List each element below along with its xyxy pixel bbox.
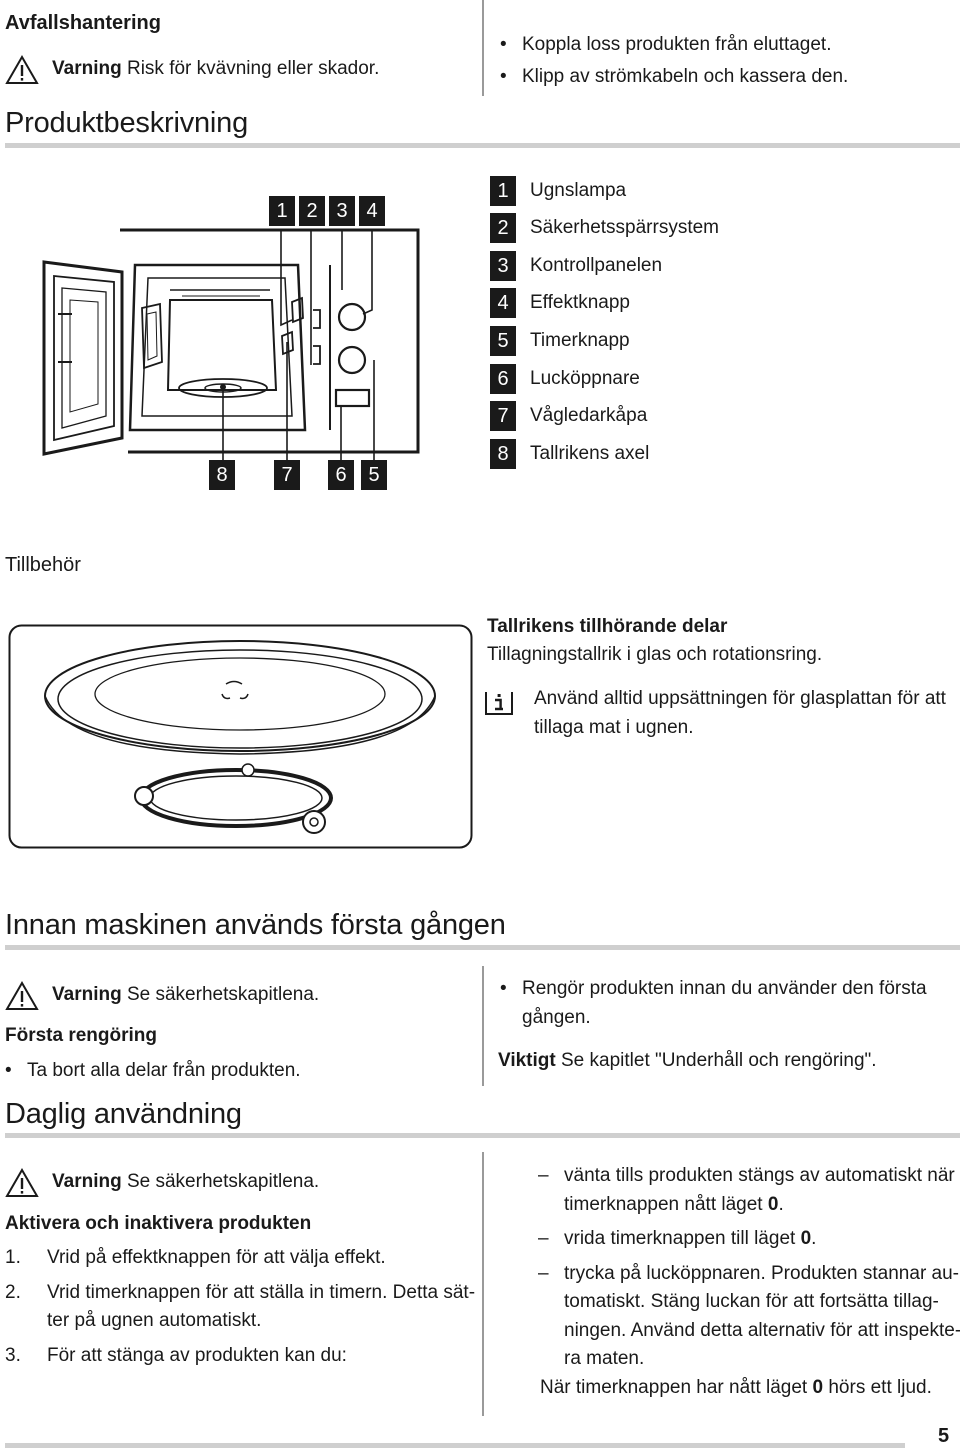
- step-text: Vrid på effektknappen för att välja effe…: [47, 1247, 386, 1268]
- warning-icon: [5, 1168, 39, 1197]
- section-rule: [5, 1133, 960, 1138]
- microwave-diagram: [42, 228, 420, 470]
- first-use-title: Innan maskinen används första gången: [5, 909, 506, 941]
- first-use-subtitle: Första rengöring: [5, 1025, 158, 1046]
- first-use-bullet: Ta bort alla delar från produkten.: [5, 1056, 301, 1085]
- accessories-item-title: Tallrikens tillhörande delar: [487, 616, 728, 637]
- first-use-warning: Varning Se säkerhetskapitlena.: [52, 984, 320, 1005]
- disposal-bullet: Klipp av strömkabeln och kassera den.: [500, 62, 848, 91]
- option-text: timerknappen nått läget 0.: [564, 1194, 784, 1215]
- info-icon: [485, 692, 513, 715]
- callout-badge: 1: [269, 196, 295, 226]
- daily-title: Daglig användning: [5, 1098, 242, 1130]
- step-number: 1.: [5, 1247, 21, 1268]
- first-use-bullet: Rengör produkten innan du använder den f…: [500, 974, 927, 1003]
- accessories-item-text: Tillagningstallrik i glas och rotationsr…: [487, 644, 823, 665]
- accessories-info-line: tillaga mat i ugnen.: [534, 717, 694, 738]
- disposal-bullet: Koppla loss produkten från eluttaget.: [500, 30, 832, 59]
- option-text: ra maten.: [564, 1348, 645, 1369]
- first-use-bullet-cont: gången.: [522, 1007, 591, 1028]
- warning-icon: [5, 981, 39, 1010]
- section-rule: [5, 945, 960, 950]
- column-divider: [482, 966, 484, 1086]
- column-divider: [482, 0, 484, 96]
- step-text: ter på ugnen automatiskt.: [47, 1310, 262, 1331]
- callout-badge: 6: [328, 460, 354, 490]
- step-text: För att stänga av produkten kan du:: [47, 1345, 347, 1366]
- callout-badge: 3: [329, 196, 355, 226]
- option-text: tomatiskt. Stäng luckan för att fortsätt…: [564, 1291, 939, 1312]
- option-text: vrida timerknappen till läget 0.: [538, 1224, 816, 1253]
- disposal-title: Avfallshantering: [5, 12, 161, 34]
- footer-rule: [5, 1443, 905, 1448]
- daily-subtitle: Aktivera och inaktivera produkten: [5, 1213, 312, 1234]
- step-number: 2.: [5, 1282, 21, 1303]
- option-text: ningen. Använd detta alternativ för att …: [564, 1320, 960, 1341]
- section-rule: [5, 143, 960, 148]
- column-divider: [482, 1152, 484, 1416]
- turntable-illustration: [8, 624, 473, 849]
- callout-badge: 2: [299, 196, 325, 226]
- page-number: 5: [938, 1425, 950, 1447]
- callout-badge: 5: [361, 460, 387, 490]
- first-use-important: Viktigt Se kapitlet "Underhåll och rengö…: [498, 1050, 877, 1071]
- disposal-warning: Varning Risk för kvävning eller skador.: [52, 58, 380, 79]
- product-title: Produktbeskrivning: [5, 107, 249, 139]
- warning-icon: [5, 55, 39, 84]
- final-note: När timerknappen har nått läget 0 hörs e…: [540, 1377, 932, 1398]
- option-text: trycka på lucköppnaren. Produkten stanna…: [538, 1259, 959, 1288]
- accessories-info-line: Använd alltid uppsättningen för glasplat…: [534, 688, 946, 709]
- callout-badge: 8: [209, 460, 235, 490]
- step-text: Vrid timerknappen för att ställa in time…: [47, 1282, 476, 1303]
- accessories-title: Tillbehör: [5, 554, 81, 576]
- option-text: vänta tills produkten stängs av automati…: [538, 1161, 955, 1190]
- step-number: 3.: [5, 1345, 21, 1366]
- daily-warning: Varning Se säkerhetskapitlena.: [52, 1171, 320, 1192]
- callout-badge: 7: [274, 460, 300, 490]
- callout-badge: 4: [359, 196, 385, 226]
